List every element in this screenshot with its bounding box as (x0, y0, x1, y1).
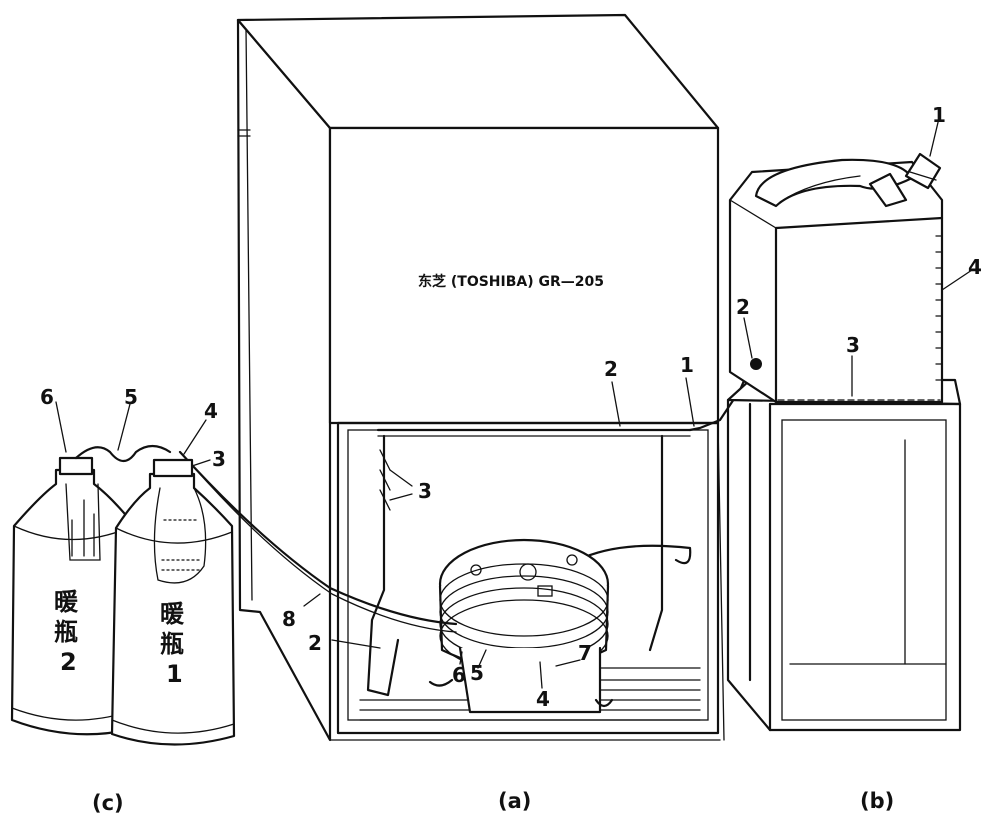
flask-2-char-1: 暖 (54, 588, 79, 616)
floor-slats (359, 667, 701, 721)
callout-a-2-top: 2 (604, 357, 618, 381)
callout-a-4: 4 (536, 687, 550, 711)
model-label: 东芝 (TOSHIBA) GR—205 (418, 273, 604, 290)
refrigerator-figure: 东芝 (TOSHIBA) GR—205 (178, 13, 754, 742)
callout-labels: 6 5 4 3 2 1 3 8 2 6 5 4 7 1 4 2 3 (40, 103, 982, 711)
flask-labels: 暖 瓶 2 暖 瓶 1 (54, 588, 185, 688)
flask-1 (110, 458, 236, 746)
flask-2-number: 2 (60, 648, 77, 676)
callout-a-3: 3 (418, 479, 432, 503)
callout-c-3: 3 (212, 447, 226, 471)
callout-a-7: 7 (578, 641, 592, 665)
callout-b-3: 3 (846, 333, 860, 357)
scale-ticks (935, 235, 943, 381)
callout-b-4: 4 (968, 255, 982, 279)
callout-c-4: 4 (204, 399, 218, 423)
flask-1-char-2: 瓶 (160, 630, 184, 658)
callout-a-6: 6 (452, 663, 466, 687)
caption-a: (a) (498, 789, 531, 813)
callout-a-1: 1 (680, 353, 694, 377)
callout-b-2: 2 (736, 295, 750, 319)
callout-c-5: 5 (124, 385, 138, 409)
panel-captions: (c) (a) (b) (92, 789, 894, 815)
flask-2 (10, 456, 132, 736)
callout-a-2-left: 2 (308, 631, 322, 655)
flask-1-number: 1 (166, 660, 183, 688)
flask-1-char-1: 暖 (160, 600, 185, 628)
callout-c-6: 6 (40, 385, 54, 409)
callout-b-1: 1 (932, 103, 946, 127)
caption-b: (b) (860, 789, 894, 813)
callout-a-5: 5 (470, 661, 484, 685)
water-container-figure (726, 113, 973, 732)
vacuum-flasks-figure (10, 401, 236, 746)
caption-c: (c) (92, 791, 124, 815)
callout-a-8: 8 (282, 607, 296, 631)
flask-2-char-2: 瓶 (54, 618, 78, 646)
